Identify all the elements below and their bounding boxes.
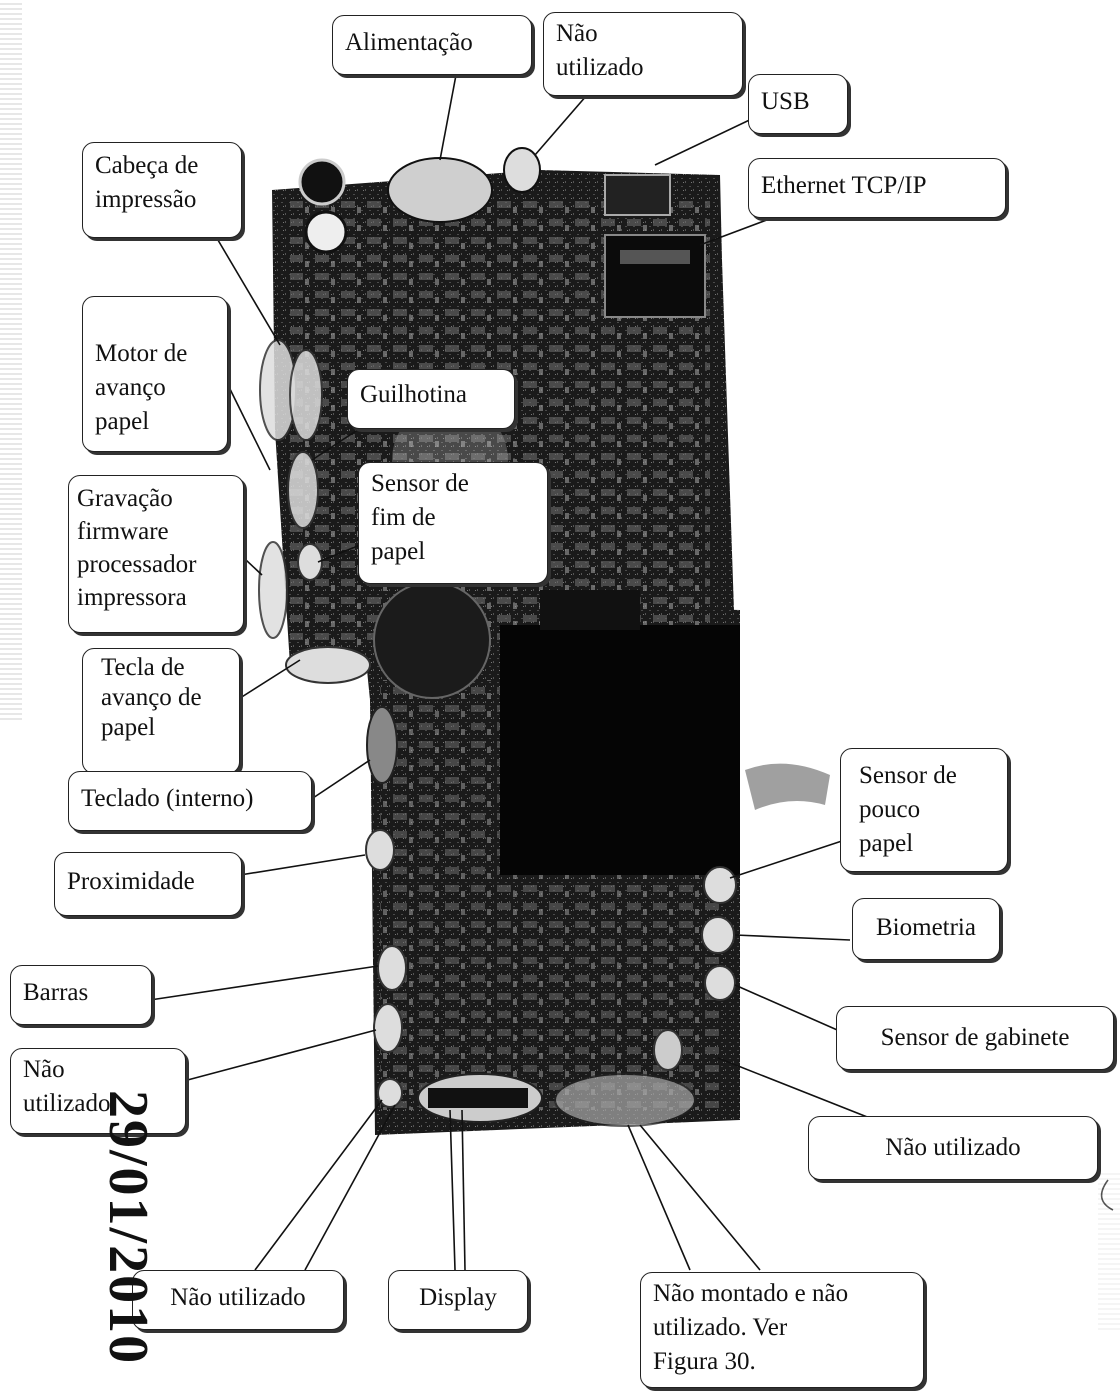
unmounted-connector — [555, 1074, 695, 1126]
label-gravacao: Gravação firmware processador impressora — [68, 475, 244, 633]
label-sensor-pouco: Sensor de pouco papel — [840, 748, 1008, 872]
label-sensor-fim: Sensor de fim de papel — [358, 462, 548, 584]
label-proximidade: Proximidade — [54, 852, 242, 916]
date-stamp: 29/01/2010 — [96, 1090, 160, 1365]
label-motor: Motor de avanço papel — [82, 296, 228, 452]
scan-edge-noise-right — [1098, 1170, 1120, 1330]
label-tecla: Tecla de avanço de papel — [82, 648, 240, 774]
label-alimentacao: Alimentação — [332, 15, 532, 75]
label-guilhotina: Guilhotina — [347, 369, 515, 429]
capacitor — [306, 212, 346, 252]
power-connector — [388, 158, 492, 222]
label-barras: Barras — [10, 965, 152, 1025]
label-sensor-gabinete: Sensor de gabinete — [836, 1006, 1114, 1070]
label-nao-utilizado-bottom: Não utilizado — [132, 1270, 344, 1330]
label-cabeca: Cabeça de impressão — [82, 142, 242, 238]
capacitor — [300, 160, 344, 204]
label-usb: USB — [748, 74, 848, 134]
label-nao-utilizado-right: Não utilizado — [808, 1116, 1098, 1180]
usb-connector — [605, 175, 670, 215]
label-biometria: Biometria — [852, 898, 1000, 960]
buzzer — [374, 582, 490, 698]
label-display: Display — [388, 1270, 528, 1330]
processor-module — [500, 625, 740, 875]
label-ethernet: Ethernet TCP/IP — [748, 158, 1006, 218]
label-teclado: Teclado (interno) — [68, 771, 312, 831]
label-nao-montado: Não montado e não utilizado. Ver Figura … — [640, 1272, 924, 1388]
ethernet-jack — [605, 235, 705, 317]
label-nao-utilizado-top: Não utilizado — [543, 12, 743, 96]
